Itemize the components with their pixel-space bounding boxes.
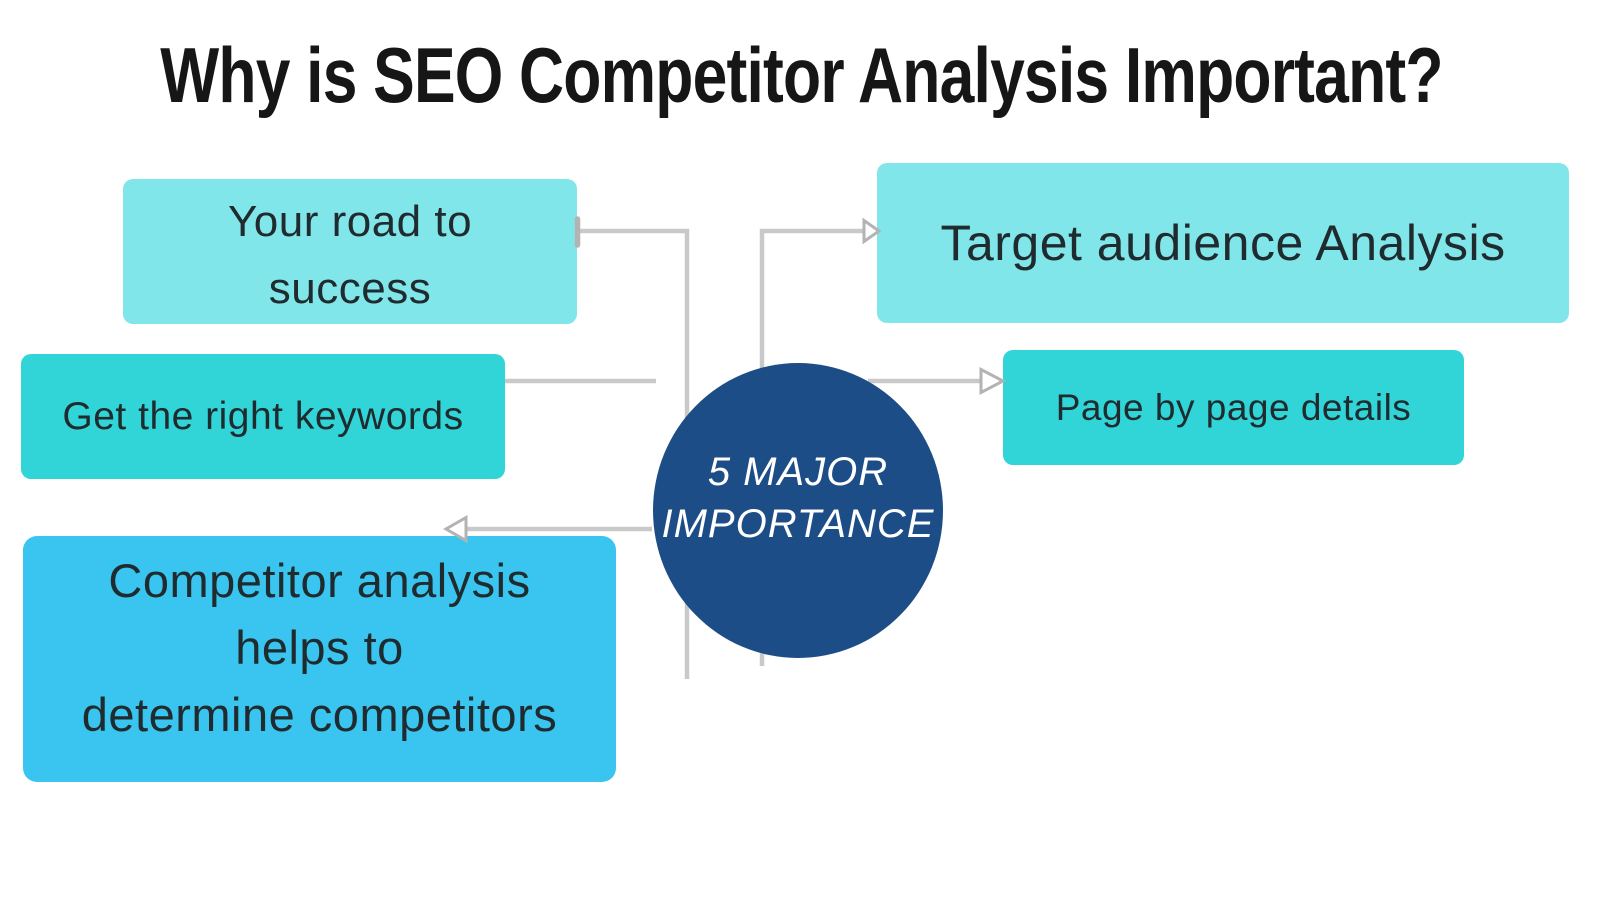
road-to-success-box: Your road to success <box>123 179 577 324</box>
right-keywords-label: Get the right keywords <box>62 394 464 438</box>
target-audience-label: Target audience Analysis <box>940 215 1506 271</box>
title-row: Why is SEO Competitor Analysis Important… <box>0 30 1540 121</box>
road-to-success-label-line2: success <box>268 264 432 313</box>
target-audience-box: Target audience Analysis <box>877 163 1569 323</box>
center-circle: 5 MAJOR IMPORTANCE <box>653 363 943 658</box>
page-title: Why is SEO Competitor Analysis Important… <box>160 31 1443 119</box>
road-to-success-label-line1: Your road to <box>227 197 473 246</box>
right-keywords-box: Get the right keywords <box>21 354 505 479</box>
center-circle-label-line2: IMPORTANCE <box>661 502 935 546</box>
page-details-label: Page by page details <box>1055 386 1412 428</box>
competitor-analysis-label-line1: Competitor analysis <box>108 554 531 607</box>
center-circle-label-line1: 5 MAJOR <box>707 450 889 494</box>
competitor-analysis-label-line2: helps to <box>235 621 404 674</box>
competitor-analysis-label-line3: determine competitors <box>81 688 558 741</box>
arrowhead-right-page-icon <box>979 367 1007 395</box>
competitor-analysis-box: Competitor analysis helps to determine c… <box>23 536 616 782</box>
page-details-box: Page by page details <box>1003 350 1464 465</box>
